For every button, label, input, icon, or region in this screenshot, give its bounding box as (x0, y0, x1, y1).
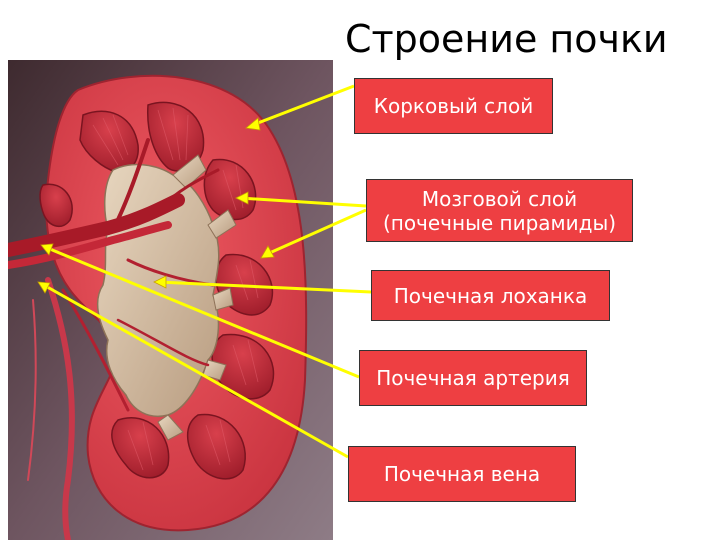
label-artery-text: Почечная артерия (376, 366, 570, 390)
kidney-illustration (8, 60, 333, 540)
label-medulla-line1: Мозговой слой (421, 186, 578, 211)
label-medulla: Мозговой слой (почечные пирамиды) (366, 179, 633, 242)
label-cortex-text: Корковый слой (373, 94, 534, 118)
label-pelvis: Почечная лоханка (371, 270, 610, 321)
label-artery: Почечная артерия (359, 350, 587, 406)
label-cortex: Корковый слой (354, 78, 553, 134)
label-vein: Почечная вена (348, 446, 576, 502)
label-vein-text: Почечная вена (383, 462, 541, 486)
label-pelvis-text: Почечная лоханка (393, 283, 588, 308)
slide-title: Строение почки (345, 17, 668, 61)
label-medulla-line2: (почечные пирамиды) (382, 210, 617, 235)
